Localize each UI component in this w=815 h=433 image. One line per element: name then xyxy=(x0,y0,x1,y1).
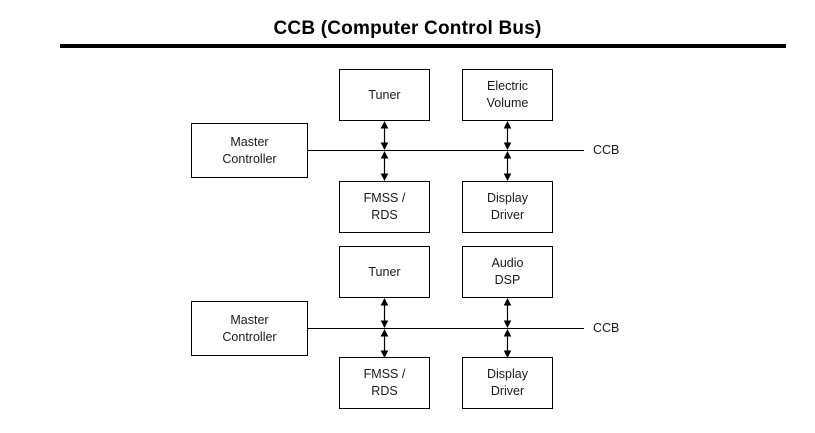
node-label-line1: Audio xyxy=(491,256,524,270)
node-tuner-lower[interactable]: Tuner xyxy=(339,246,430,298)
node-label-line1: FMSS / xyxy=(363,191,406,205)
node-electric-volume[interactable]: Electric Volume xyxy=(462,69,553,121)
node-label-line1: Tuner xyxy=(368,264,401,279)
arrow-bus-fmss-lower xyxy=(378,329,391,358)
node-display-driver-lower[interactable]: Display Driver xyxy=(462,357,553,409)
arrow-bus-display-driver-upper xyxy=(501,151,514,181)
node-label-line1: Master xyxy=(230,134,269,149)
node-label-line1: FMSS / xyxy=(363,367,406,381)
node-master-controller-upper[interactable]: Master Controller xyxy=(191,123,308,178)
bus-line-upper xyxy=(307,150,584,151)
node-display-driver-upper[interactable]: Display Driver xyxy=(462,181,553,233)
node-label-line1: Electric xyxy=(487,79,528,93)
node-master-controller-lower[interactable]: Master Controller xyxy=(191,301,308,356)
node-label-line1: Tuner xyxy=(368,87,401,102)
arrow-bus-fmss-upper xyxy=(378,151,391,181)
node-fmss-rds-lower[interactable]: FMSS / RDS xyxy=(339,357,430,409)
node-label-line2: Controller xyxy=(222,329,277,344)
node-label-line2: Driver xyxy=(490,208,525,222)
node-label-line2: RDS xyxy=(371,208,398,222)
arrow-electric-volume-bus xyxy=(501,121,514,150)
arrow-tuner-bus-upper xyxy=(378,121,391,150)
node-label-line1: Display xyxy=(487,191,528,205)
node-label-line1: Display xyxy=(487,367,528,381)
node-tuner-upper[interactable]: Tuner xyxy=(339,69,430,121)
arrow-bus-display-driver-lower xyxy=(501,329,514,358)
title-divider xyxy=(60,44,786,48)
bus-label-lower: CCB xyxy=(593,321,620,335)
node-label-line1: Master xyxy=(230,312,269,327)
node-label-line2: DSP xyxy=(494,273,521,287)
node-label-line2: Driver xyxy=(490,384,525,398)
node-audio-dsp[interactable]: Audio DSP xyxy=(462,246,553,298)
node-label-line2: RDS xyxy=(371,384,398,398)
bus-label-upper: CCB xyxy=(593,143,620,157)
bus-line-lower xyxy=(307,328,584,329)
node-label-line2: Controller xyxy=(222,151,277,166)
node-label-line2: Volume xyxy=(486,96,529,110)
arrow-tuner-bus-lower xyxy=(378,298,391,328)
page-title: CCB (Computer Control Bus) xyxy=(273,18,542,39)
arrow-audio-dsp-bus xyxy=(501,298,514,328)
node-fmss-rds-upper[interactable]: FMSS / RDS xyxy=(339,181,430,233)
